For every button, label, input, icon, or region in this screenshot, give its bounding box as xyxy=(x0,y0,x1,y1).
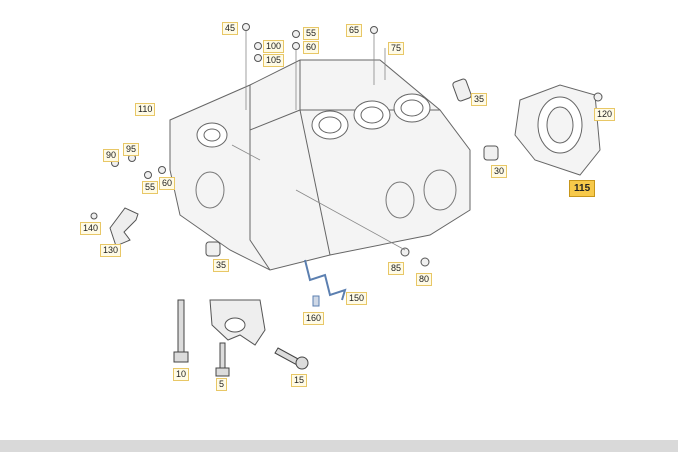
part-label-35-bottom[interactable]: 35 xyxy=(213,259,230,272)
part-label-35-top[interactable]: 35 xyxy=(471,93,488,106)
part-label-85[interactable]: 85 xyxy=(388,262,405,275)
part-label-130[interactable]: 130 xyxy=(100,244,122,257)
part-label-160[interactable]: 160 xyxy=(303,312,325,325)
part-label-115[interactable]: 115 xyxy=(569,180,596,197)
bolts xyxy=(173,299,309,377)
part-label-5[interactable]: 5 xyxy=(216,378,228,391)
dipstick-bracket xyxy=(304,259,347,301)
small-bolt-160 xyxy=(312,295,320,307)
crank-openings xyxy=(195,169,457,219)
part-label-60-top[interactable]: 60 xyxy=(303,41,320,54)
part-label-30[interactable]: 30 xyxy=(491,165,508,178)
part-label-120[interactable]: 120 xyxy=(594,108,616,121)
part-label-95[interactable]: 95 xyxy=(123,143,140,156)
part-label-60-left[interactable]: 60 xyxy=(159,177,176,190)
part-label-80[interactable]: 80 xyxy=(416,273,433,286)
plug-parts xyxy=(111,23,603,267)
part-label-45[interactable]: 45 xyxy=(222,22,239,35)
part-label-55-left[interactable]: 55 xyxy=(142,181,159,194)
part-label-150[interactable]: 150 xyxy=(346,292,368,305)
part-label-90[interactable]: 90 xyxy=(103,149,120,162)
part-label-75[interactable]: 75 xyxy=(388,42,405,55)
bearing-cap xyxy=(209,299,266,346)
part-label-10[interactable]: 10 xyxy=(173,368,190,381)
part-label-65[interactable]: 65 xyxy=(346,24,363,37)
bottom-bar xyxy=(0,440,678,452)
part-label-105[interactable]: 105 xyxy=(263,54,285,67)
cylinder-bores xyxy=(196,93,431,148)
part-label-100[interactable]: 100 xyxy=(263,40,285,53)
rear-seal-part xyxy=(514,84,601,176)
engine-block xyxy=(169,59,471,271)
part-label-55-top[interactable]: 55 xyxy=(303,27,320,40)
part-label-140[interactable]: 140 xyxy=(80,222,102,235)
guide-lines xyxy=(231,31,406,251)
part-label-15[interactable]: 15 xyxy=(291,374,308,387)
part-label-110[interactable]: 110 xyxy=(135,103,156,116)
exploded-parts-diagram xyxy=(90,23,603,377)
